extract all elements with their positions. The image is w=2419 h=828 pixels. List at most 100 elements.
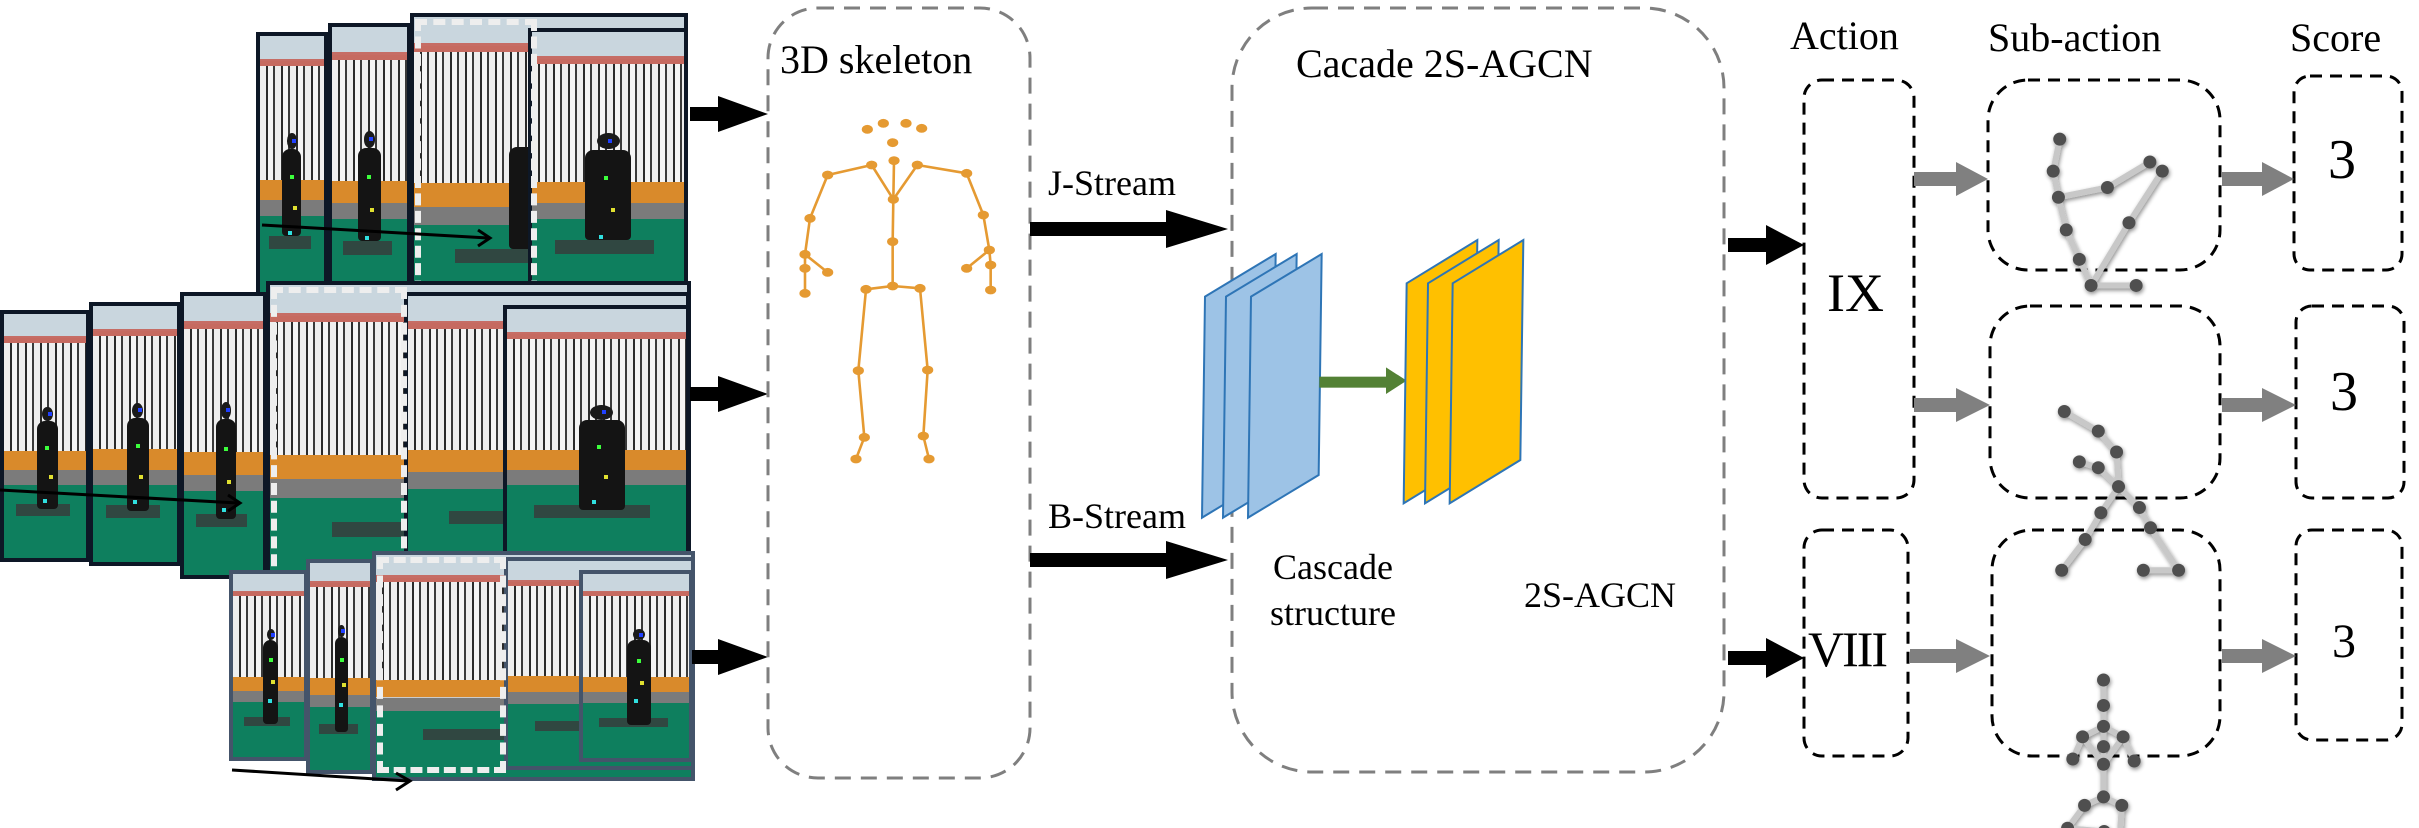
sub-action-joint — [2116, 730, 2130, 744]
action-box-viii — [1802, 528, 1910, 758]
skeleton-joint — [911, 160, 923, 170]
skeleton-panel-border — [766, 6, 1032, 780]
sub-action-joint — [2059, 223, 2073, 237]
sub-action-joint — [2078, 533, 2092, 547]
sub-action-joint — [2091, 461, 2105, 475]
sub-action-bone — [2061, 408, 2102, 435]
cascade-structure-layers — [1200, 252, 1323, 520]
skeleton-bone — [870, 163, 895, 201]
skeleton-joint — [861, 124, 873, 134]
sub-action-joint — [2172, 563, 2186, 577]
arrow-model-to-action-viii — [1728, 638, 1804, 678]
skeleton-joint — [923, 454, 935, 464]
sub-action-box-2 — [1988, 304, 2222, 500]
sub-action-joint — [2084, 278, 2098, 292]
sub-action-bone — [2147, 524, 2182, 574]
sub-action-bone — [2088, 219, 2132, 289]
video-frame — [179, 291, 268, 579]
sub-action-joint — [2143, 155, 2157, 169]
sub-action-joint — [2094, 506, 2108, 520]
sub-action-joint — [2046, 164, 2060, 178]
skeleton-joint — [900, 118, 912, 128]
video-frame — [0, 309, 91, 562]
skeleton-bone — [892, 159, 896, 201]
skeleton-joint — [985, 285, 997, 295]
sub-action-bone — [2117, 802, 2125, 828]
sub-action-joint — [2144, 521, 2158, 535]
skeleton-joint — [887, 237, 899, 247]
skeleton-bone — [892, 163, 919, 201]
sub-action-joint — [2100, 180, 2114, 194]
video-frame — [578, 570, 693, 763]
video-frame — [255, 31, 328, 298]
sub-action-joint — [2136, 563, 2150, 577]
skeleton-joint — [917, 431, 929, 441]
score-value-2: 3 — [2330, 361, 2358, 423]
skeleton-bone — [965, 172, 985, 217]
skeleton-joint — [914, 283, 926, 293]
skeleton-joint — [850, 454, 862, 464]
sub-action-skeleton-1 — [2046, 132, 2169, 292]
sub-action-joint — [2110, 445, 2124, 459]
skeleton-joint — [916, 123, 928, 133]
skeleton-joint — [888, 156, 900, 166]
sub-action-joint — [2132, 501, 2146, 515]
sub-action-joint — [2098, 825, 2110, 828]
skeleton-bone — [916, 163, 968, 175]
agcn-layer-3 — [1448, 238, 1525, 506]
sub-action-joint — [2097, 698, 2111, 712]
sub-action-joint — [2129, 278, 2143, 292]
sub-action-joint — [2115, 798, 2129, 812]
sub-action-box-3 — [1990, 528, 2222, 758]
skeleton-3d-figure — [799, 118, 997, 464]
skeleton-joint — [983, 245, 995, 255]
model-panel-border — [1230, 6, 1726, 774]
action-box-ix — [1802, 78, 1916, 500]
sub-action-bone — [2125, 168, 2166, 226]
sub-action-joint — [2078, 798, 2092, 812]
arrow-action-to-sub-1 — [1914, 162, 1988, 196]
sub-action-joint — [2066, 752, 2080, 766]
sub-action-joint — [2091, 424, 2105, 438]
skeleton-joint — [877, 118, 889, 128]
b-stream-arrow — [1030, 541, 1228, 579]
sub-action-box-1 — [1986, 78, 2222, 272]
skeleton-bone — [808, 173, 829, 220]
b-stream-label: B-Stream — [1048, 496, 1186, 536]
sub-action-joint — [2097, 790, 2111, 804]
cascade-label-line2: structure — [1270, 593, 1396, 633]
skeleton-bone — [857, 288, 868, 372]
skeleton-bone — [803, 217, 812, 256]
sub-action-joint — [2061, 821, 2075, 828]
sub-action-joint — [2072, 455, 2086, 469]
score-box-3 — [2294, 528, 2404, 742]
sub-action-joint — [2112, 480, 2126, 494]
skeleton-joint — [887, 138, 899, 148]
score-box-1 — [2292, 74, 2404, 272]
sub-action-joint — [2155, 164, 2169, 178]
skeleton-joint — [887, 194, 899, 204]
j-stream-arrow — [1030, 210, 1228, 248]
skeleton-joint — [799, 288, 811, 298]
skeleton-joint — [822, 267, 834, 277]
sub-action-joint — [2097, 757, 2111, 771]
cascade-layer-3 — [1246, 252, 1323, 520]
video-frame — [89, 301, 182, 566]
sub-action-joint — [2097, 740, 2111, 754]
sub-action-joint — [2057, 405, 2071, 419]
skeleton-joint — [804, 213, 816, 223]
sub-action-joint — [2072, 252, 2086, 266]
sub-action-joint — [2127, 754, 2141, 768]
score-box-2 — [2294, 304, 2406, 500]
j-stream-label: J-Stream — [1048, 163, 1176, 203]
sub-action-bone — [2104, 158, 2153, 191]
arrow-sub-to-score-1 — [2222, 162, 2294, 196]
action-column-header: Action — [1790, 13, 1899, 58]
sub-action-joint — [2051, 190, 2065, 204]
sub-action-joint — [2097, 673, 2111, 687]
skeleton-joint — [887, 281, 899, 291]
